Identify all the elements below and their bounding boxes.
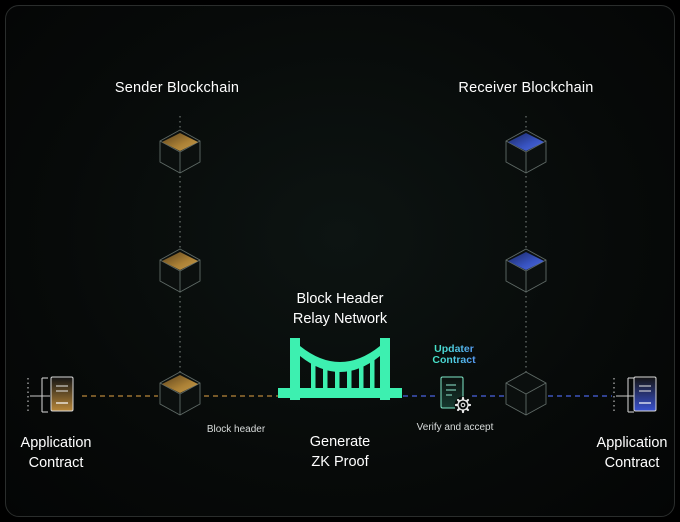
- receiver-block-cube-icon: [505, 248, 547, 293]
- generate-zk-proof-line2: ZK Proof: [311, 454, 369, 470]
- relay-network-title-line2: Relay Network: [292, 311, 388, 327]
- updater-contract-label-line1: Updater: [420, 343, 488, 355]
- left-app-contract-document-icon: [27, 376, 74, 413]
- verify-accept-label: Verify and accept: [416, 422, 494, 433]
- sender-blockchain-title: Sender Blockchain: [114, 80, 240, 96]
- left-app-contract-label-line2: Contract: [28, 455, 84, 471]
- diagram-panel: [5, 5, 675, 517]
- updater-contract-label-line2: Contract: [420, 354, 488, 366]
- sender-block-cube-icon: [159, 371, 201, 416]
- right-app-contract-label-line1: Application: [596, 435, 668, 451]
- right-app-contract-document-icon: [613, 376, 657, 413]
- gear-icon: [454, 396, 472, 414]
- right-app-contract-label-line2: Contract: [604, 455, 660, 471]
- receiver-block-cube-icon: [505, 129, 547, 174]
- sender-block-cube-icon: [159, 129, 201, 174]
- bridge-icon: [278, 338, 402, 400]
- left-app-contract-label-line1: Application: [20, 435, 92, 451]
- receiver-block-cube-icon: [505, 371, 547, 416]
- generate-zk-proof-line1: Generate: [309, 434, 371, 450]
- sender-block-cube-icon: [159, 248, 201, 293]
- receiver-blockchain-title: Receiver Blockchain: [458, 80, 594, 96]
- block-header-label: Block header: [206, 424, 266, 435]
- relay-network-title-line1: Block Header: [296, 291, 384, 307]
